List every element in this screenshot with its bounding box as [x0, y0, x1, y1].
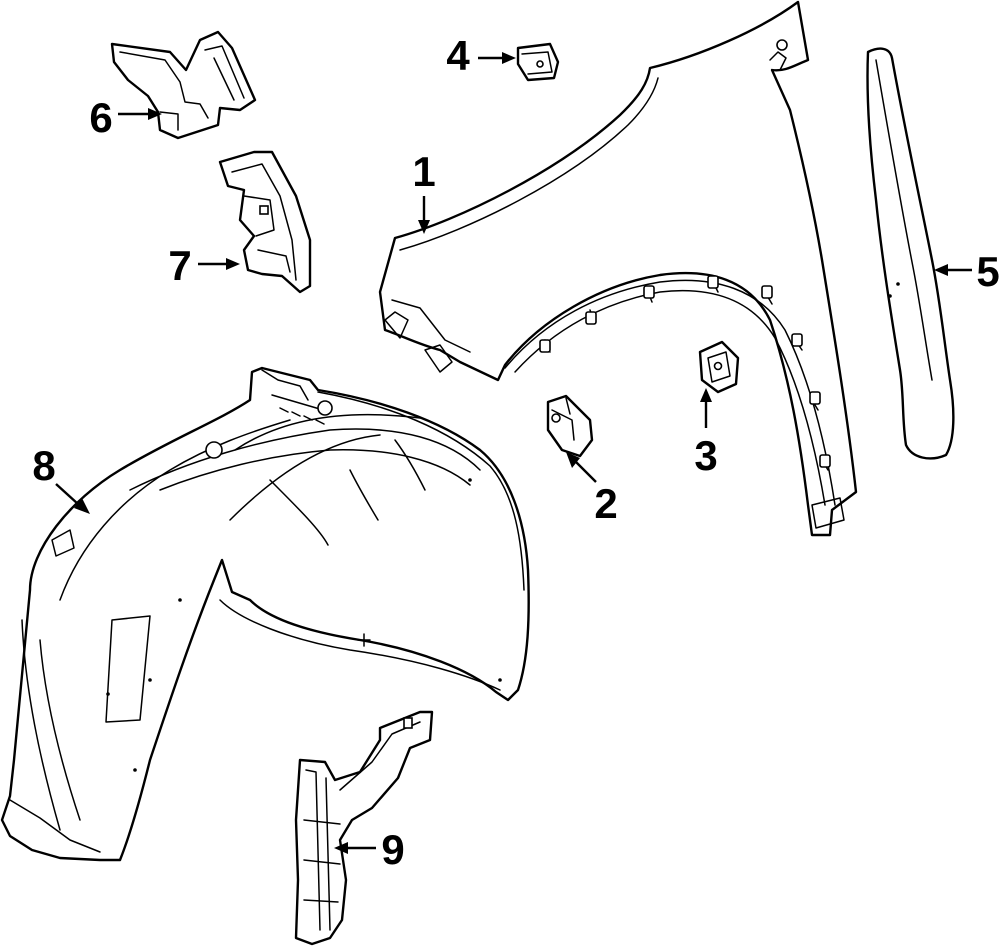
part-2-bracket: [546, 394, 594, 458]
part-8-fender-liner: [0, 366, 530, 862]
part-4-clip: [516, 42, 560, 82]
callout-9: 9: [381, 826, 404, 873]
callout-5: 5: [976, 248, 999, 295]
part-6-bracket: [110, 30, 257, 140]
callout-2: 2: [594, 480, 617, 527]
leader-lines: [55, 52, 972, 854]
part-1-fender: [378, 0, 858, 537]
callout-3: 3: [694, 432, 717, 479]
callout-7: 7: [168, 242, 191, 289]
part-7-bracket: [218, 150, 312, 294]
callout-8: 8: [32, 442, 55, 489]
callout-4: 4: [446, 32, 470, 79]
part-3-clip: [698, 340, 740, 394]
callout-1: 1: [412, 148, 435, 195]
callout-6: 6: [89, 94, 112, 141]
part-5-molding: [866, 47, 955, 460]
part-9-splash-shield: [294, 710, 434, 946]
